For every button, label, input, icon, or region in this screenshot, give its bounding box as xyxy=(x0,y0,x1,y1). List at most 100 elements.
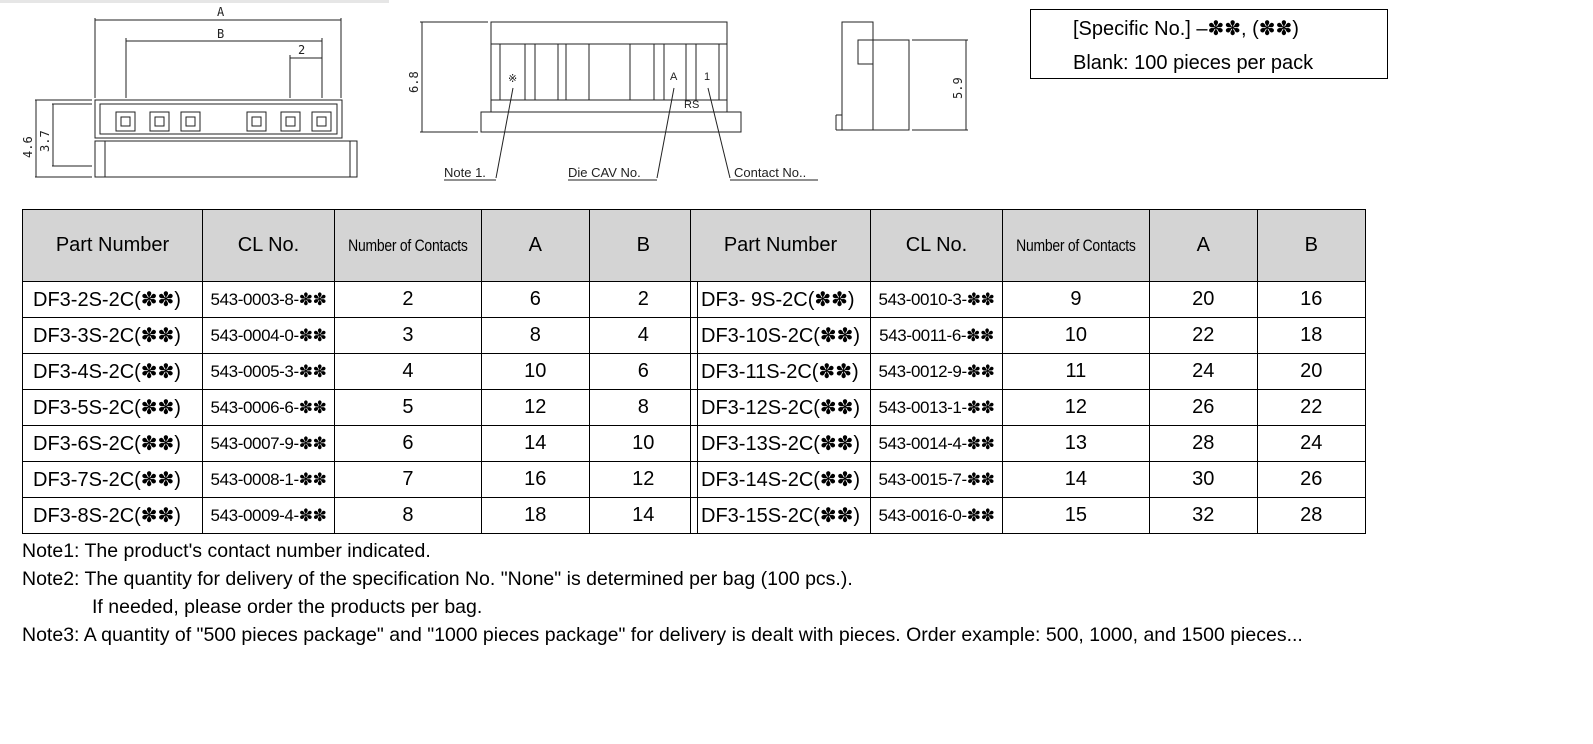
cell-contacts: 11 xyxy=(1002,353,1150,390)
cell-part-number: DF3-4S-2C(✽✽) xyxy=(22,353,203,390)
cell-a: 26 xyxy=(1148,389,1258,426)
header-b: B xyxy=(1256,209,1366,282)
cell-contacts: 9 xyxy=(1002,281,1150,318)
cell-a: 8 xyxy=(480,317,590,354)
cell-cl-no: 543-0010-3-✽✽ xyxy=(870,281,1003,318)
cell-b: 8 xyxy=(588,389,698,426)
cell-cl-no: 543-0013-1-✽✽ xyxy=(870,389,1003,426)
cell-contacts: 7 xyxy=(334,461,482,498)
notes-section: Note1: The product's contact number indi… xyxy=(22,537,1303,649)
cell-a: 12 xyxy=(480,389,590,426)
cell-a: 14 xyxy=(480,425,590,462)
top-edge-bar xyxy=(0,0,389,3)
cell-a: 16 xyxy=(480,461,590,498)
dim-height-inner-label: 3.7 xyxy=(38,130,52,152)
cell-b: 6 xyxy=(588,353,698,390)
dim-pitch-label: 2 xyxy=(298,43,305,57)
dim-a-label: A xyxy=(217,5,225,19)
cell-a: 22 xyxy=(1148,317,1258,354)
cell-b: 26 xyxy=(1256,461,1366,498)
cell-a: 6 xyxy=(480,281,590,318)
side-view-drawing xyxy=(835,21,968,131)
callout-note1: Note 1. xyxy=(444,165,486,180)
cell-a: 10 xyxy=(480,353,590,390)
callout-contact-no: Contact No.. xyxy=(734,165,806,180)
table-header-row: Part Number CL No. Number of Contacts A … xyxy=(22,209,698,282)
cell-part-number: DF3-8S-2C(✽✽) xyxy=(22,497,203,534)
dim-side-height-label: 5.9 xyxy=(951,77,965,99)
cell-a: 24 xyxy=(1148,353,1258,390)
front-view-drawing xyxy=(420,21,818,181)
cell-contacts: 3 xyxy=(334,317,482,354)
mark-note-symbol: ※ xyxy=(508,73,517,85)
header-number-of-contacts: Number of Contacts xyxy=(1002,209,1150,282)
cell-cl-no: 543-0015-7-✽✽ xyxy=(870,461,1003,498)
cell-part-number: DF3-5S-2C(✽✽) xyxy=(22,389,203,426)
header-a: A xyxy=(480,209,590,282)
cell-part-number: DF3-10S-2C(✽✽) xyxy=(690,317,871,354)
cell-cl-no: 543-0008-1-✽✽ xyxy=(202,461,335,498)
cell-part-number: DF3-14S-2C(✽✽) xyxy=(690,461,871,498)
note-2-continued: If needed, please order the products per… xyxy=(92,596,483,618)
cell-contacts: 8 xyxy=(334,497,482,534)
callout-die-cav: Die CAV No. xyxy=(568,165,641,180)
dim-front-height-label: 6.8 xyxy=(407,71,421,93)
cell-part-number: DF3-7S-2C(✽✽) xyxy=(22,461,203,498)
cell-contacts: 15 xyxy=(1002,497,1150,534)
note-3: Note3: A quantity of "500 pieces package… xyxy=(22,624,1303,646)
cell-part-number: DF3-11S-2C(✽✽) xyxy=(690,353,871,390)
cell-contacts: 5 xyxy=(334,389,482,426)
top-view-drawing xyxy=(35,18,358,178)
cell-contacts: 12 xyxy=(1002,389,1150,426)
cell-part-number: DF3-2S-2C(✽✽) xyxy=(22,281,203,318)
cell-a: 28 xyxy=(1148,425,1258,462)
dim-height-outer-label: 4.6 xyxy=(21,136,35,158)
cell-cl-no: 543-0005-3-✽✽ xyxy=(202,353,335,390)
header-number-of-contacts-label: Number of Contacts xyxy=(1016,236,1136,255)
cell-cl-no: 543-0014-4-✽✽ xyxy=(870,425,1003,462)
cell-cl-no: 543-0011-6-✽✽ xyxy=(870,317,1003,354)
header-a: A xyxy=(1148,209,1258,282)
mark-cav-letter: A xyxy=(670,71,678,83)
cell-b: 12 xyxy=(588,461,698,498)
table-header-row: Part Number CL No. Number of Contacts A … xyxy=(690,209,1366,282)
cell-b: 2 xyxy=(588,281,698,318)
cell-cl-no: 543-0009-4-✽✽ xyxy=(202,497,335,534)
cell-cl-no: 543-0004-0-✽✽ xyxy=(202,317,335,354)
cell-part-number: DF3-3S-2C(✽✽) xyxy=(22,317,203,354)
cell-part-number: DF3-12S-2C(✽✽) xyxy=(690,389,871,426)
mark-rs: RS xyxy=(684,99,699,111)
mark-contact-number: 1 xyxy=(704,71,710,83)
specific-number-box: [Specific No.] –✽✽, (✽✽) Blank: 100 piec… xyxy=(1030,9,1388,79)
connector-drawings: A B 2 4.6 3.7 6.8 ※ A 1 RS 5.9 Note 1. D… xyxy=(21,5,968,181)
header-number-of-contacts-label: Number of Contacts xyxy=(348,236,468,255)
parts-table-right: Part Number CL No. Number of Contacts A … xyxy=(690,209,1366,534)
header-part-number: Part Number xyxy=(690,209,871,282)
cell-part-number: DF3- 9S-2C(✽✽) xyxy=(690,281,871,318)
cell-b: 28 xyxy=(1256,497,1366,534)
cell-b: 22 xyxy=(1256,389,1366,426)
cell-cl-no: 543-0012-9-✽✽ xyxy=(870,353,1003,390)
cell-a: 20 xyxy=(1148,281,1258,318)
cell-part-number: DF3-13S-2C(✽✽) xyxy=(690,425,871,462)
parts-table-left: Part Number CL No. Number of Contacts A … xyxy=(22,209,698,534)
cell-b: 4 xyxy=(588,317,698,354)
cell-b: 18 xyxy=(1256,317,1366,354)
cell-contacts: 2 xyxy=(334,281,482,318)
cell-cl-no: 543-0007-9-✽✽ xyxy=(202,425,335,462)
cell-part-number: DF3-6S-2C(✽✽) xyxy=(22,425,203,462)
cell-a: 30 xyxy=(1148,461,1258,498)
cell-cl-no: 543-0006-6-✽✽ xyxy=(202,389,335,426)
